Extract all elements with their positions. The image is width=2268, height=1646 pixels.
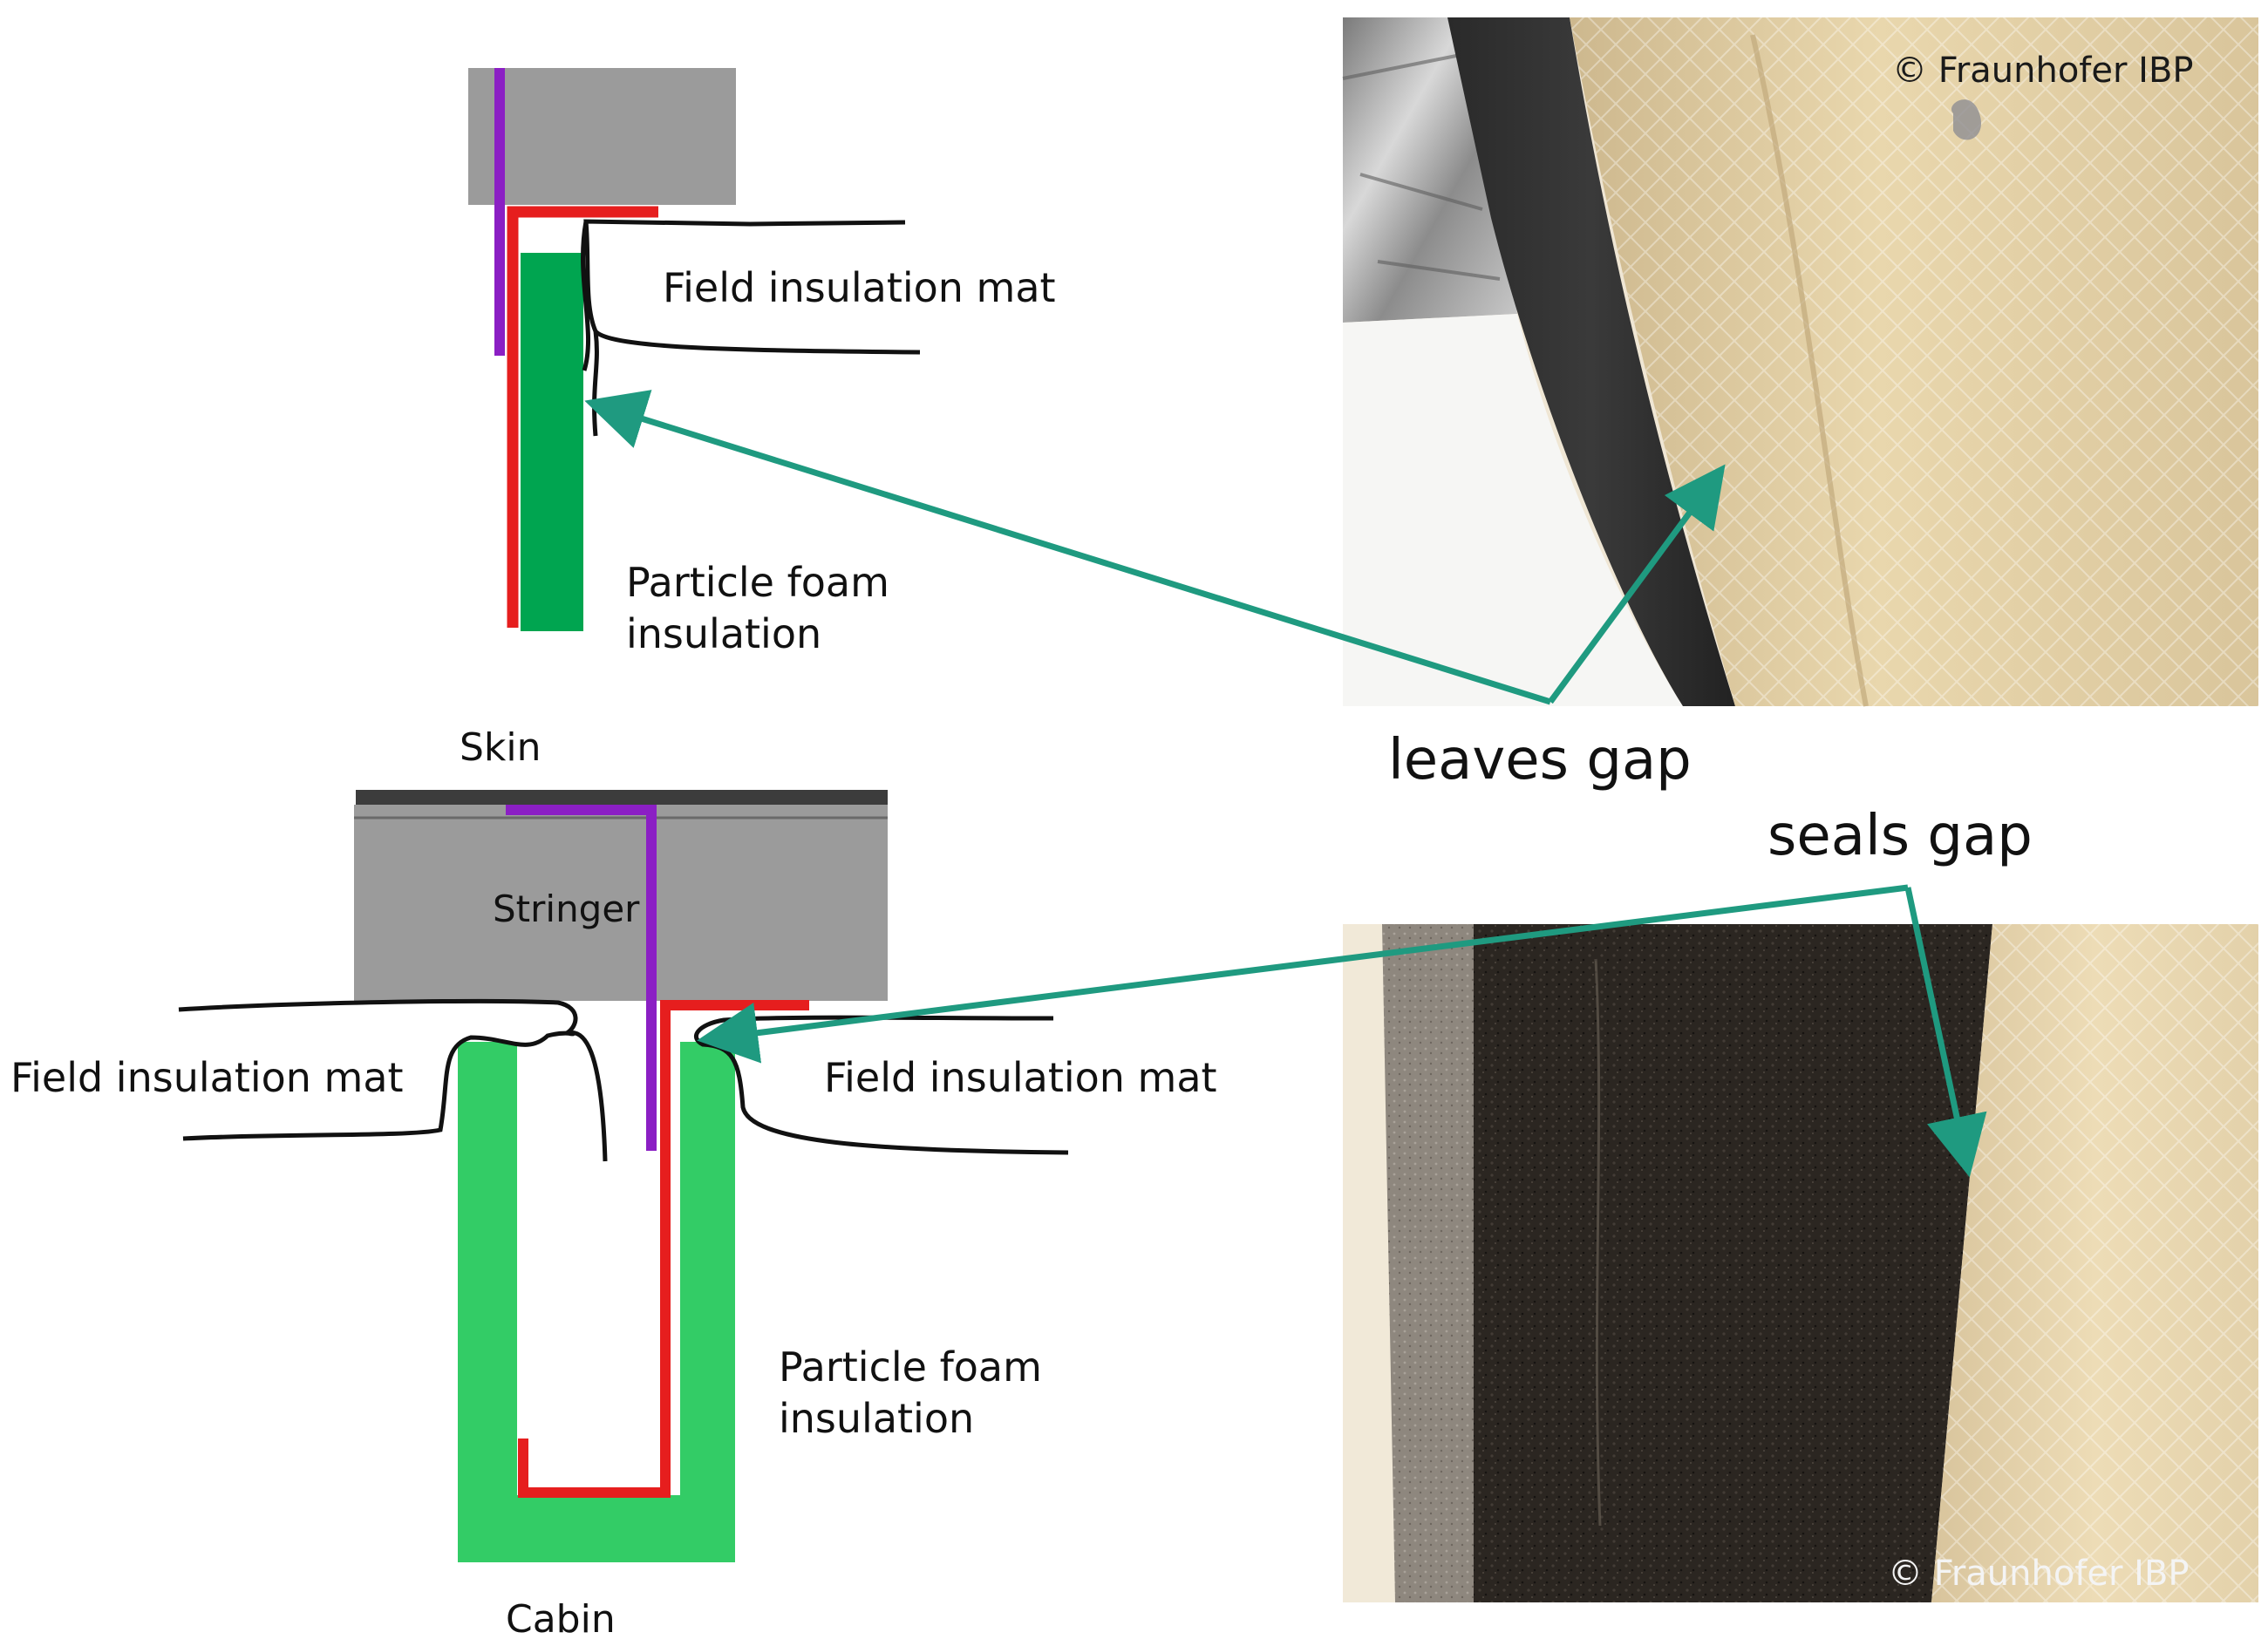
bottom-field-mat-left-outline (178, 998, 608, 1162)
top-photo: © Fraunhofer IBP (1342, 17, 2258, 707)
top-field-mat-label: Field insulation mat (663, 264, 1056, 311)
field-mat-right-label: Field insulation mat (824, 1054, 1217, 1101)
top-clip (494, 68, 505, 356)
bottom-foam-label-line2: insulation (779, 1395, 974, 1442)
stringer-block (354, 805, 888, 1001)
top-stringer-block (468, 68, 736, 205)
seals-gap-arrow-right (1904, 887, 1987, 1178)
leaves-gap-arrow-left (584, 390, 1552, 705)
bottom-foam-insulation (458, 1042, 735, 1562)
bottom-clip (506, 805, 657, 1151)
top-foam-label-line2: insulation (626, 610, 821, 657)
top-foam-insulation (521, 253, 583, 631)
field-mat-left-label: Field insulation mat (10, 1054, 404, 1101)
bottom-diagram: Skin Stringer Field insulation mat Field… (10, 725, 1217, 1642)
top-field-mat-outline (581, 219, 921, 437)
top-diagram: Field insulation mat Particle foam insul… (468, 68, 1056, 657)
bottom-photo-copyright: © Fraunhofer IBP (1888, 1554, 2190, 1594)
bottom-foam-label-line1: Particle foam (779, 1343, 1042, 1391)
seals-gap-arrow-left (697, 884, 1909, 1064)
skin-layer (356, 790, 888, 805)
top-foam-label-line1: Particle foam (626, 559, 889, 606)
skin-label: Skin (460, 725, 541, 770)
bottom-frame (518, 1000, 809, 1498)
leaves-gap-arrow-right (1548, 464, 1726, 704)
annotations: leaves gap seals gap (584, 390, 2033, 1178)
stringer-label: Stringer (493, 888, 640, 930)
cabin-label: Cabin (506, 1597, 616, 1642)
leaves-gap-label: leaves gap (1388, 728, 1692, 792)
top-photo-copyright: © Fraunhofer IBP (1892, 51, 2194, 91)
seals-gap-label: seals gap (1767, 804, 2033, 868)
bottom-photo: © Fraunhofer IBP (1343, 924, 2258, 1602)
top-frame (507, 206, 658, 628)
